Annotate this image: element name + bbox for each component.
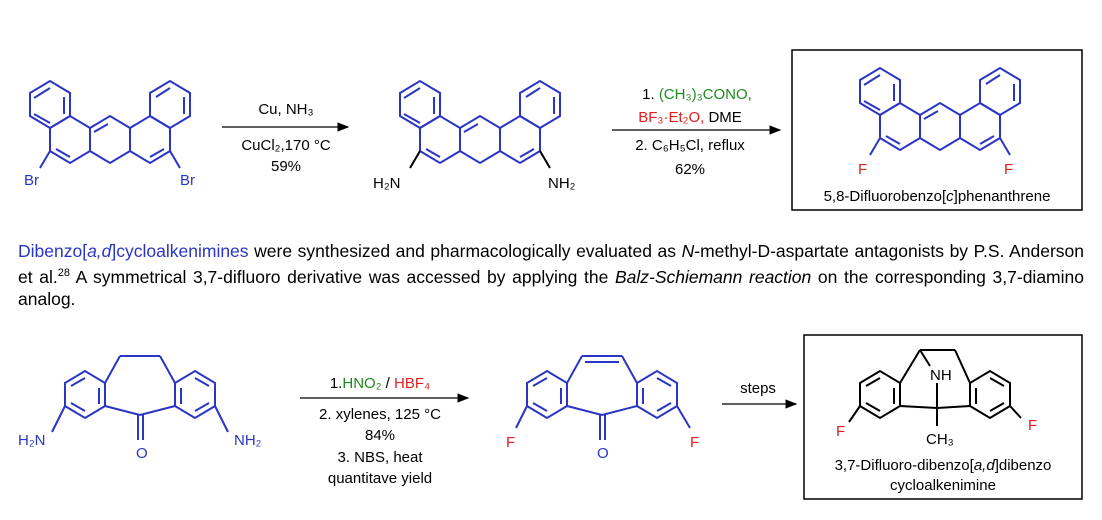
ch3-label: CH₃ — [926, 431, 954, 448]
step2-yield: 62% — [675, 161, 705, 178]
nh2-label-2: NH₂ — [234, 432, 262, 449]
step3-yield-2: quantitave yield — [328, 470, 432, 487]
difluoro-compound — [859, 67, 1021, 156]
product-name-2a: 3,7-Difluoro-dibenzo[a,d]dibenzo — [835, 457, 1052, 474]
step2-reagent-3: 2. C₆H₅Cl, reflux — [635, 137, 745, 154]
reference-number: 28 — [57, 267, 70, 279]
step2-reagent-1: 1. (CH₃)₃CONO, — [642, 86, 752, 103]
product-box-2 — [803, 334, 1083, 500]
step1-reagent-2: CuCl₂,170 °C — [241, 137, 331, 154]
step3-reagent-3: 3. NBS, heat — [337, 449, 423, 466]
compound-class-name: Dibenzo[a,d]cycloalkenimines — [18, 241, 249, 261]
f-left-label-1: F — [858, 161, 867, 178]
step3-reagent-1: 1.HNO₂ / HBF₄ — [330, 375, 430, 392]
o-label-1: O — [136, 445, 148, 462]
diamino-ketone-compound — [51, 355, 229, 440]
step1-reagent-1: Cu, NH₃ — [258, 101, 313, 118]
step3-reagent-2: 2. xylenes, 125 °C — [319, 406, 441, 423]
step3-yield: 84% — [365, 427, 395, 444]
f-right-label-1: F — [1004, 161, 1013, 178]
h2n-label-2: H₂N — [18, 432, 46, 449]
f-left-label-3: F — [836, 423, 845, 440]
description-paragraph: Dibenzo[a,d]cycloalkenimines were synthe… — [18, 241, 1084, 309]
reaction-name: Balz-Schiemann reaction — [614, 266, 812, 287]
product-box-1 — [791, 49, 1083, 211]
step4-label: steps — [740, 380, 776, 397]
step1-yield: 59% — [271, 158, 301, 175]
f-right-label-3: F — [1028, 417, 1037, 434]
br-left-label: Br — [24, 172, 39, 189]
f-right-label-2: F — [690, 434, 699, 451]
imine-compound — [848, 349, 1022, 426]
h2n-label-1: H₂N — [373, 175, 401, 192]
br-right-label: Br — [180, 172, 195, 189]
product-name-1: 5,8-Difluorobenzo[c]phenanthrene — [824, 188, 1051, 205]
nh2-label-1: NH₂ — [548, 175, 576, 192]
o-label-2: O — [597, 445, 609, 462]
product-name-2b: cycloalkenimine — [890, 477, 996, 494]
dibromo-compound — [29, 80, 191, 169]
f-left-label-2: F — [506, 434, 515, 451]
step2-reagent-2: BF₃·Et₂O, DME — [638, 109, 742, 126]
difluoro-ketone-compound — [515, 355, 691, 440]
nh-label: NH — [930, 367, 952, 384]
diamino-compound — [399, 80, 561, 169]
